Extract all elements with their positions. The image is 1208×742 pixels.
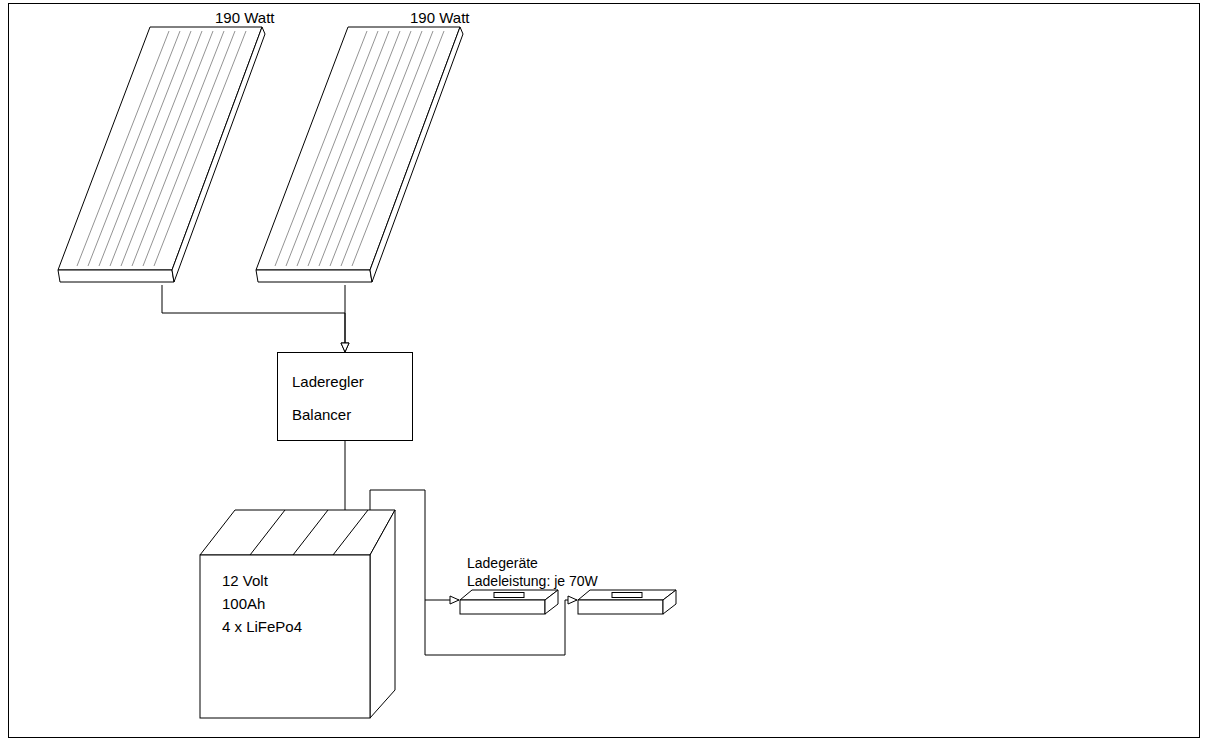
connector [162, 285, 345, 352]
battery: 12 Volt 100Ah 4 x LiFePo4 [198, 508, 397, 720]
connector [345, 285, 346, 352]
battery-outline [198, 508, 397, 720]
node-label: 4 x LiFePo4 [222, 617, 362, 637]
charge-controller-box: Laderegler Balancer [277, 352, 413, 441]
node-label: 12 Volt [222, 571, 362, 591]
node-label: 190 Watt [215, 8, 315, 28]
node-label: Ladegeräte [467, 553, 622, 573]
node-label: Ladeleistung: je 70W [467, 571, 622, 591]
charger-device: LadegeräteLadeleistung: je 70W [455, 553, 625, 616]
solar-panel: 190 Watt [243, 6, 465, 285]
solar-panel-outline [243, 6, 465, 285]
node-label: 190 Watt [410, 8, 510, 28]
node-label: 100Ah [222, 594, 362, 614]
charger-device [578, 590, 676, 614]
node-label: Laderegler Balancer [292, 365, 400, 431]
charger-wire [425, 600, 577, 655]
solar-panel-outline [55, 6, 267, 285]
outer-border [9, 4, 1200, 738]
solar-panel: 190 Watt [55, 6, 267, 285]
